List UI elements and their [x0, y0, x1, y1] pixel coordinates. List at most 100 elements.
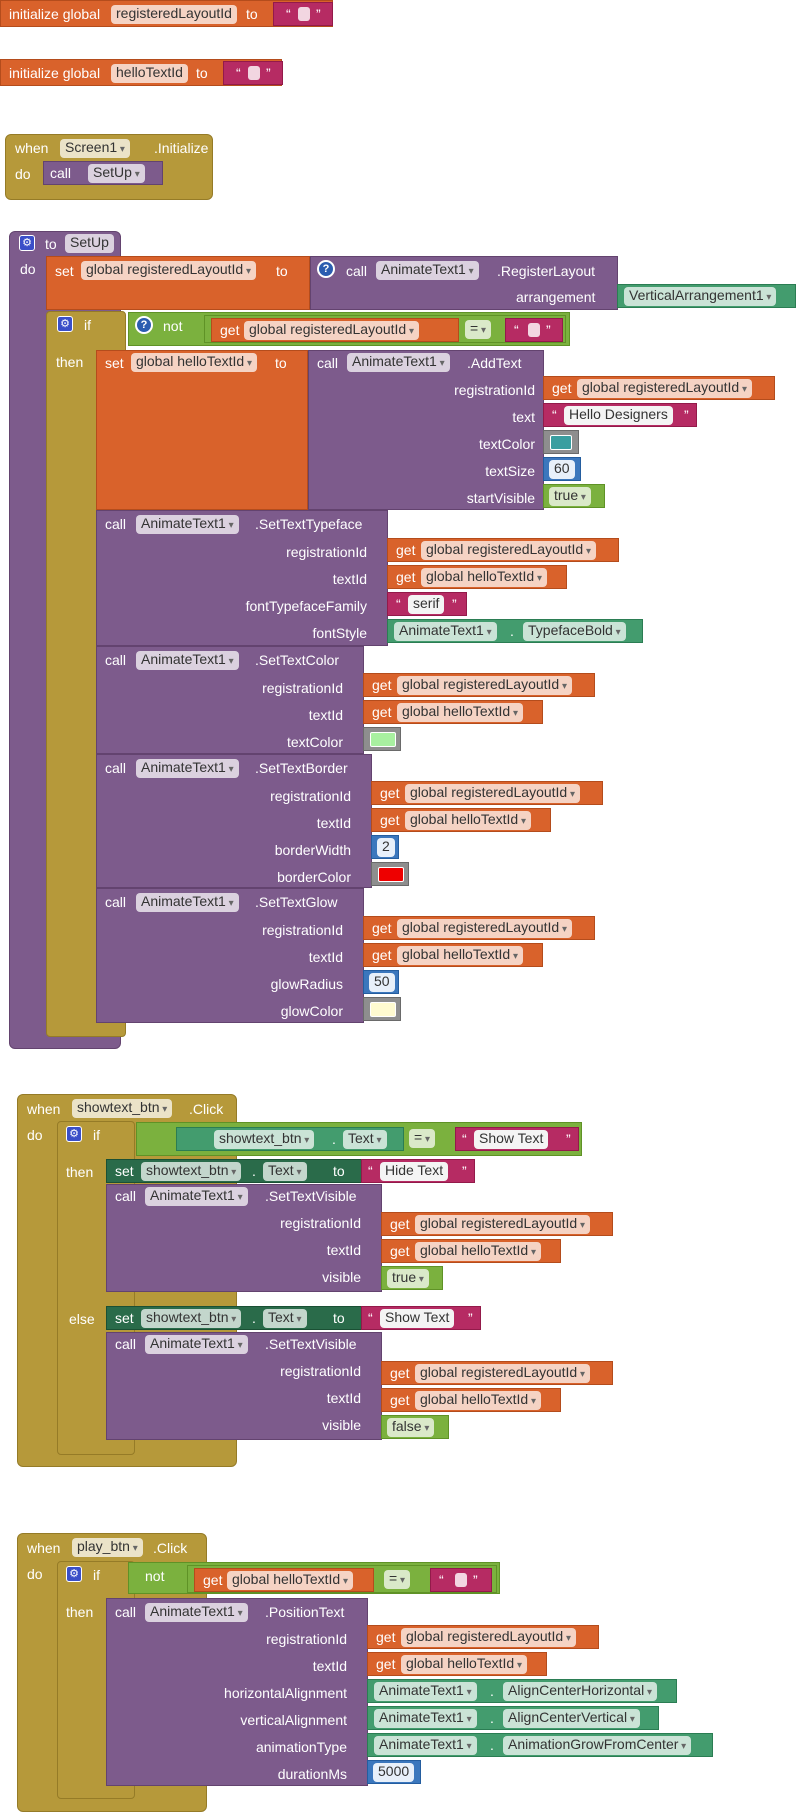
- variable-dropdown[interactable]: global helloTextId: [405, 811, 531, 830]
- mutator-gear-icon[interactable]: ⚙: [66, 1566, 82, 1582]
- component-dropdown[interactable]: AnimateText1: [374, 1736, 477, 1755]
- call-positiontext-block[interactable]: call AnimateText1 .PositionText registra…: [106, 1598, 368, 1786]
- variable-dropdown[interactable]: global helloTextId: [397, 946, 523, 965]
- variable-dropdown[interactable]: global registeredLayoutId: [397, 676, 573, 695]
- text-block[interactable]: “ serif ”: [387, 592, 467, 616]
- color-swatch[interactable]: [370, 732, 396, 747]
- component-dropdown[interactable]: AnimateText1: [145, 1603, 248, 1622]
- var-name-field[interactable]: registeredLayoutId: [111, 5, 237, 24]
- component-dropdown[interactable]: showtext_btn: [72, 1099, 173, 1118]
- text-block[interactable]: “ Hide Text ”: [361, 1159, 475, 1183]
- mutator-gear-icon[interactable]: ⚙: [57, 316, 73, 332]
- var-name-field[interactable]: helloTextId: [111, 64, 188, 83]
- variable-dropdown[interactable]: global registeredLayoutId: [421, 541, 597, 560]
- empty-string-field[interactable]: [298, 7, 310, 21]
- get-helloTextId-block[interactable]: get global helloTextId: [381, 1239, 561, 1263]
- compare-operator-dropdown[interactable]: =: [384, 1570, 410, 1589]
- text-block[interactable]: “ Show Text ”: [361, 1306, 481, 1330]
- component-dropdown[interactable]: showtext_btn: [141, 1309, 242, 1328]
- color-swatch[interactable]: [550, 435, 572, 450]
- variable-dropdown[interactable]: global helloTextId: [415, 1242, 541, 1261]
- empty-text-block[interactable]: “ ”: [273, 2, 333, 26]
- call-settextvisible-block[interactable]: call AnimateText1 .SetTextVisible regist…: [106, 1332, 382, 1440]
- call-settextborder-block[interactable]: call AnimateText1 .SetTextBorder registr…: [96, 754, 372, 888]
- component-dropdown[interactable]: AnimateText1: [136, 759, 239, 778]
- number-field[interactable]: 60: [549, 460, 575, 479]
- get-registeredLayoutId-block[interactable]: get global registeredLayoutId: [381, 1361, 613, 1385]
- variable-dropdown[interactable]: global registeredLayoutId: [244, 321, 420, 340]
- not-block[interactable]: not get global helloTextId = “ ”: [128, 1562, 500, 1594]
- component-property-block[interactable]: AnimateText1 . AlignCenterVertical: [367, 1706, 659, 1730]
- screen1-initialize-event-block[interactable]: when Screen1 .Initialize do call SetUp: [5, 134, 213, 200]
- boolean-block[interactable]: true: [543, 484, 605, 508]
- empty-text-block[interactable]: “ ”: [223, 61, 283, 85]
- number-block[interactable]: 2: [371, 835, 399, 859]
- property-dropdown[interactable]: Text: [263, 1162, 307, 1181]
- call-registerlayout-block[interactable]: ? call AnimateText1 .RegisterLayout arra…: [310, 256, 618, 310]
- alignment-dropdown[interactable]: AlignCenterVertical: [503, 1709, 640, 1728]
- get-helloTextId-block[interactable]: get global helloTextId: [363, 700, 543, 724]
- get-helloTextId-block[interactable]: get global helloTextId: [367, 1652, 547, 1676]
- compare-operator-dropdown[interactable]: =: [465, 320, 491, 339]
- init-global-helloTextId-block[interactable]: initialize global helloTextId to “ ”: [0, 59, 283, 86]
- text-string-field[interactable]: Show Text: [474, 1130, 549, 1149]
- get-registeredLayoutId-block[interactable]: get global registeredLayoutId: [211, 318, 459, 342]
- color-block[interactable]: [543, 430, 579, 454]
- typeface-dropdown[interactable]: TypefaceBold: [523, 622, 626, 641]
- empty-string-field[interactable]: [455, 1573, 467, 1587]
- variable-dropdown[interactable]: global registeredLayoutId: [401, 1628, 577, 1647]
- component-dropdown[interactable]: AnimateText1: [376, 261, 479, 280]
- get-helloTextId-block[interactable]: get global helloTextId: [371, 808, 551, 832]
- component-dropdown[interactable]: AnimateText1: [347, 353, 450, 372]
- call-settextcolor-block[interactable]: call AnimateText1 .SetTextColor registra…: [96, 646, 364, 754]
- help-question-icon[interactable]: ?: [135, 316, 153, 334]
- color-block[interactable]: [363, 727, 401, 751]
- procedure-name-field[interactable]: SetUp: [65, 234, 114, 253]
- get-helloTextId-block[interactable]: get global helloTextId: [381, 1388, 561, 1412]
- mutator-gear-icon[interactable]: ⚙: [66, 1126, 82, 1142]
- get-helloTextId-block[interactable]: get global helloTextId: [387, 565, 567, 589]
- component-dropdown[interactable]: VerticalArrangement1: [624, 287, 777, 306]
- set-registeredLayoutId-block[interactable]: set global registeredLayoutId to: [46, 256, 310, 310]
- boolean-dropdown[interactable]: false: [387, 1418, 435, 1437]
- color-block[interactable]: [371, 862, 409, 886]
- number-block[interactable]: 5000: [367, 1760, 421, 1784]
- help-question-icon[interactable]: ?: [317, 260, 335, 278]
- component-dropdown[interactable]: AnimateText1: [136, 893, 239, 912]
- variable-dropdown[interactable]: global registeredLayoutId: [415, 1364, 591, 1383]
- component-dropdown[interactable]: play_btn: [72, 1538, 143, 1557]
- component-getter-block[interactable]: showtext_btn . Text: [176, 1127, 404, 1151]
- text-string-field[interactable]: serif: [408, 595, 445, 614]
- variable-dropdown[interactable]: global registeredLayoutId: [405, 784, 581, 803]
- component-dropdown[interactable]: AnimateText1: [374, 1709, 477, 1728]
- component-dropdown[interactable]: AnimateText1: [145, 1335, 248, 1354]
- get-registeredLayoutId-block[interactable]: get global registeredLayoutId: [371, 781, 603, 805]
- boolean-dropdown[interactable]: true: [387, 1269, 429, 1288]
- get-helloTextId-block[interactable]: get global helloTextId: [363, 943, 543, 967]
- get-registeredLayoutId-block[interactable]: get global registeredLayoutId: [387, 538, 619, 562]
- verticalarrangement-component-block[interactable]: VerticalArrangement1: [617, 284, 796, 308]
- call-addtext-block[interactable]: call AnimateText1 .AddText registrationI…: [308, 350, 544, 510]
- variable-dropdown[interactable]: global helloTextId: [227, 1571, 353, 1590]
- text-block[interactable]: “ Hello Designers ”: [543, 403, 697, 427]
- set-helloTextId-block[interactable]: set global helloTextId to: [96, 350, 308, 510]
- animation-dropdown[interactable]: AnimationGrowFromCenter: [503, 1736, 692, 1755]
- call-setup-block[interactable]: call SetUp: [43, 161, 163, 185]
- component-property-block[interactable]: AnimateText1 . AlignCenterHorizontal: [367, 1679, 677, 1703]
- get-registeredLayoutId-block[interactable]: get global registeredLayoutId: [543, 376, 775, 400]
- component-dropdown[interactable]: Screen1: [60, 139, 130, 158]
- boolean-dropdown[interactable]: true: [549, 487, 591, 506]
- variable-dropdown[interactable]: global helloTextId: [421, 568, 547, 587]
- boolean-block[interactable]: false: [381, 1415, 449, 1439]
- color-swatch[interactable]: [370, 1002, 396, 1017]
- variable-dropdown[interactable]: global registeredLayoutId: [577, 379, 753, 398]
- set-showtext-btn-text-block[interactable]: set showtext_btn . Text to: [106, 1159, 362, 1183]
- component-dropdown[interactable]: AnimateText1: [136, 515, 239, 534]
- empty-text-block[interactable]: “ ”: [505, 318, 563, 342]
- get-registeredLayoutId-block[interactable]: get global registeredLayoutId: [363, 673, 595, 697]
- number-field[interactable]: 5000: [373, 1763, 415, 1782]
- text-string-field[interactable]: Hide Text: [380, 1162, 449, 1181]
- component-dropdown[interactable]: AnimateText1: [136, 651, 239, 670]
- number-block[interactable]: 60: [543, 457, 581, 481]
- mutator-gear-icon[interactable]: ⚙: [19, 235, 35, 251]
